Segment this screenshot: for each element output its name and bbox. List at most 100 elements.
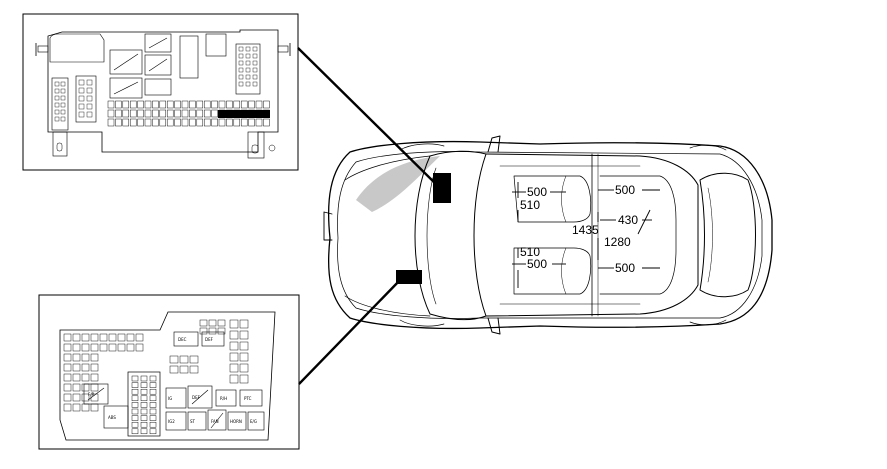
upper-fuse <box>144 118 152 127</box>
lower-fuse <box>63 403 72 412</box>
upper-fuse <box>263 118 270 127</box>
upper-fuse <box>166 109 174 118</box>
upper-fuse <box>122 100 130 109</box>
lower-fuse <box>126 343 135 352</box>
upper-fuse <box>107 100 115 109</box>
lower-fuse <box>179 355 189 364</box>
relay-label: E/G <box>250 419 257 424</box>
upper-fuse <box>129 109 137 118</box>
lower-fuse <box>63 353 72 362</box>
upper-fuse <box>196 100 204 109</box>
lower-fuse <box>229 330 239 340</box>
connector-pin <box>149 428 157 435</box>
relay-label: HORN <box>230 419 242 424</box>
connector-pin <box>131 402 139 408</box>
lower-fuse <box>239 363 249 373</box>
upper-fuse <box>137 100 144 109</box>
upper-fuse <box>144 109 152 118</box>
lower-fuse <box>72 343 81 352</box>
dim-rear-seat-span: 1280 <box>604 235 631 249</box>
upper-fuse <box>137 118 144 127</box>
dim-rear-row-width-bottom: 500 <box>615 261 635 275</box>
upper-fuse <box>196 109 204 118</box>
lower-fuse <box>229 363 239 373</box>
connector-pin <box>149 402 157 408</box>
lower-fuse <box>90 373 99 382</box>
upper-fuse <box>152 100 159 109</box>
upper-fuse <box>211 100 218 109</box>
upper-fuse <box>129 118 137 127</box>
connector-pin <box>149 415 157 421</box>
upper-fuse <box>218 100 226 109</box>
upper-fuse <box>203 109 211 118</box>
upper-fuse <box>181 100 189 109</box>
relay-label: FAN <box>211 419 219 424</box>
upper-fuse <box>240 118 248 127</box>
lower-fuse <box>208 319 217 327</box>
dim-front-seat-depth-top: 510 <box>520 198 540 212</box>
lower-fuse <box>229 319 239 329</box>
upper-fuse <box>122 118 130 127</box>
lower-fuse <box>179 365 189 374</box>
upper-callout-line <box>297 47 443 191</box>
relay-label: DEC <box>178 337 187 342</box>
upper-fuse <box>152 118 159 127</box>
lower-fuse <box>63 343 72 352</box>
lower-fuse <box>189 355 199 364</box>
upper-fuse <box>248 100 255 109</box>
left-connector-pins <box>54 81 66 122</box>
upper-location-marker <box>433 173 451 203</box>
upper-fuse <box>240 100 248 109</box>
connector-pin <box>149 388 157 395</box>
lower-relays <box>83 331 265 431</box>
lower-fuse <box>229 341 239 351</box>
connector-pin <box>149 382 157 388</box>
dim-front-row-width-bottom: 500 <box>527 257 547 271</box>
lower-fuse <box>81 373 90 382</box>
connector-pin <box>131 408 139 415</box>
upper-fuse <box>174 100 181 109</box>
dim-front-row-width-top: 500 <box>527 185 547 199</box>
lower-fuse <box>63 363 72 372</box>
connector-pin <box>149 421 157 428</box>
upper-fuse <box>174 109 181 118</box>
upper-fuse <box>159 109 167 118</box>
upper-fuse <box>166 118 174 127</box>
upper-fuse <box>189 109 196 118</box>
lower-fuse <box>199 319 208 327</box>
lower-fuse <box>81 353 90 362</box>
relay-label: IG <box>168 396 172 401</box>
upper-fuse <box>248 118 255 127</box>
connector-pin <box>140 415 148 421</box>
upper-fuse <box>115 100 122 109</box>
dim-front-seat-depth-bottom: 510 <box>520 245 540 259</box>
lower-fuse <box>239 319 249 329</box>
lower-fuse <box>169 365 179 374</box>
relay-label: R/H <box>220 396 227 401</box>
relay-label: IG2 <box>168 419 175 424</box>
upper-fuse <box>203 118 211 127</box>
upper-fuse <box>226 100 233 109</box>
lower-fuse <box>217 319 226 327</box>
upper-fuse <box>226 118 233 127</box>
lower-fuse <box>81 343 90 352</box>
upper-fuse <box>196 118 204 127</box>
lower-fuse-matrix <box>63 319 249 412</box>
lower-fuse <box>239 352 249 362</box>
upper-fuse <box>137 109 144 118</box>
lower-fuse <box>117 343 126 352</box>
upper-fuse <box>115 109 122 118</box>
lower-fuse <box>169 355 179 364</box>
connector-pin <box>149 395 157 402</box>
upper-relays <box>109 33 227 99</box>
upper-fuse <box>181 118 189 127</box>
lower-fuse <box>81 363 90 372</box>
upper-fuse <box>115 118 122 127</box>
lower-fuse <box>135 343 144 352</box>
relay-label: DEF <box>192 395 201 400</box>
lower-fuse <box>90 353 99 362</box>
dim-front-to-rear-span: 1435 <box>572 223 599 237</box>
lower-fuse <box>99 333 108 342</box>
upper-fuse <box>129 100 137 109</box>
